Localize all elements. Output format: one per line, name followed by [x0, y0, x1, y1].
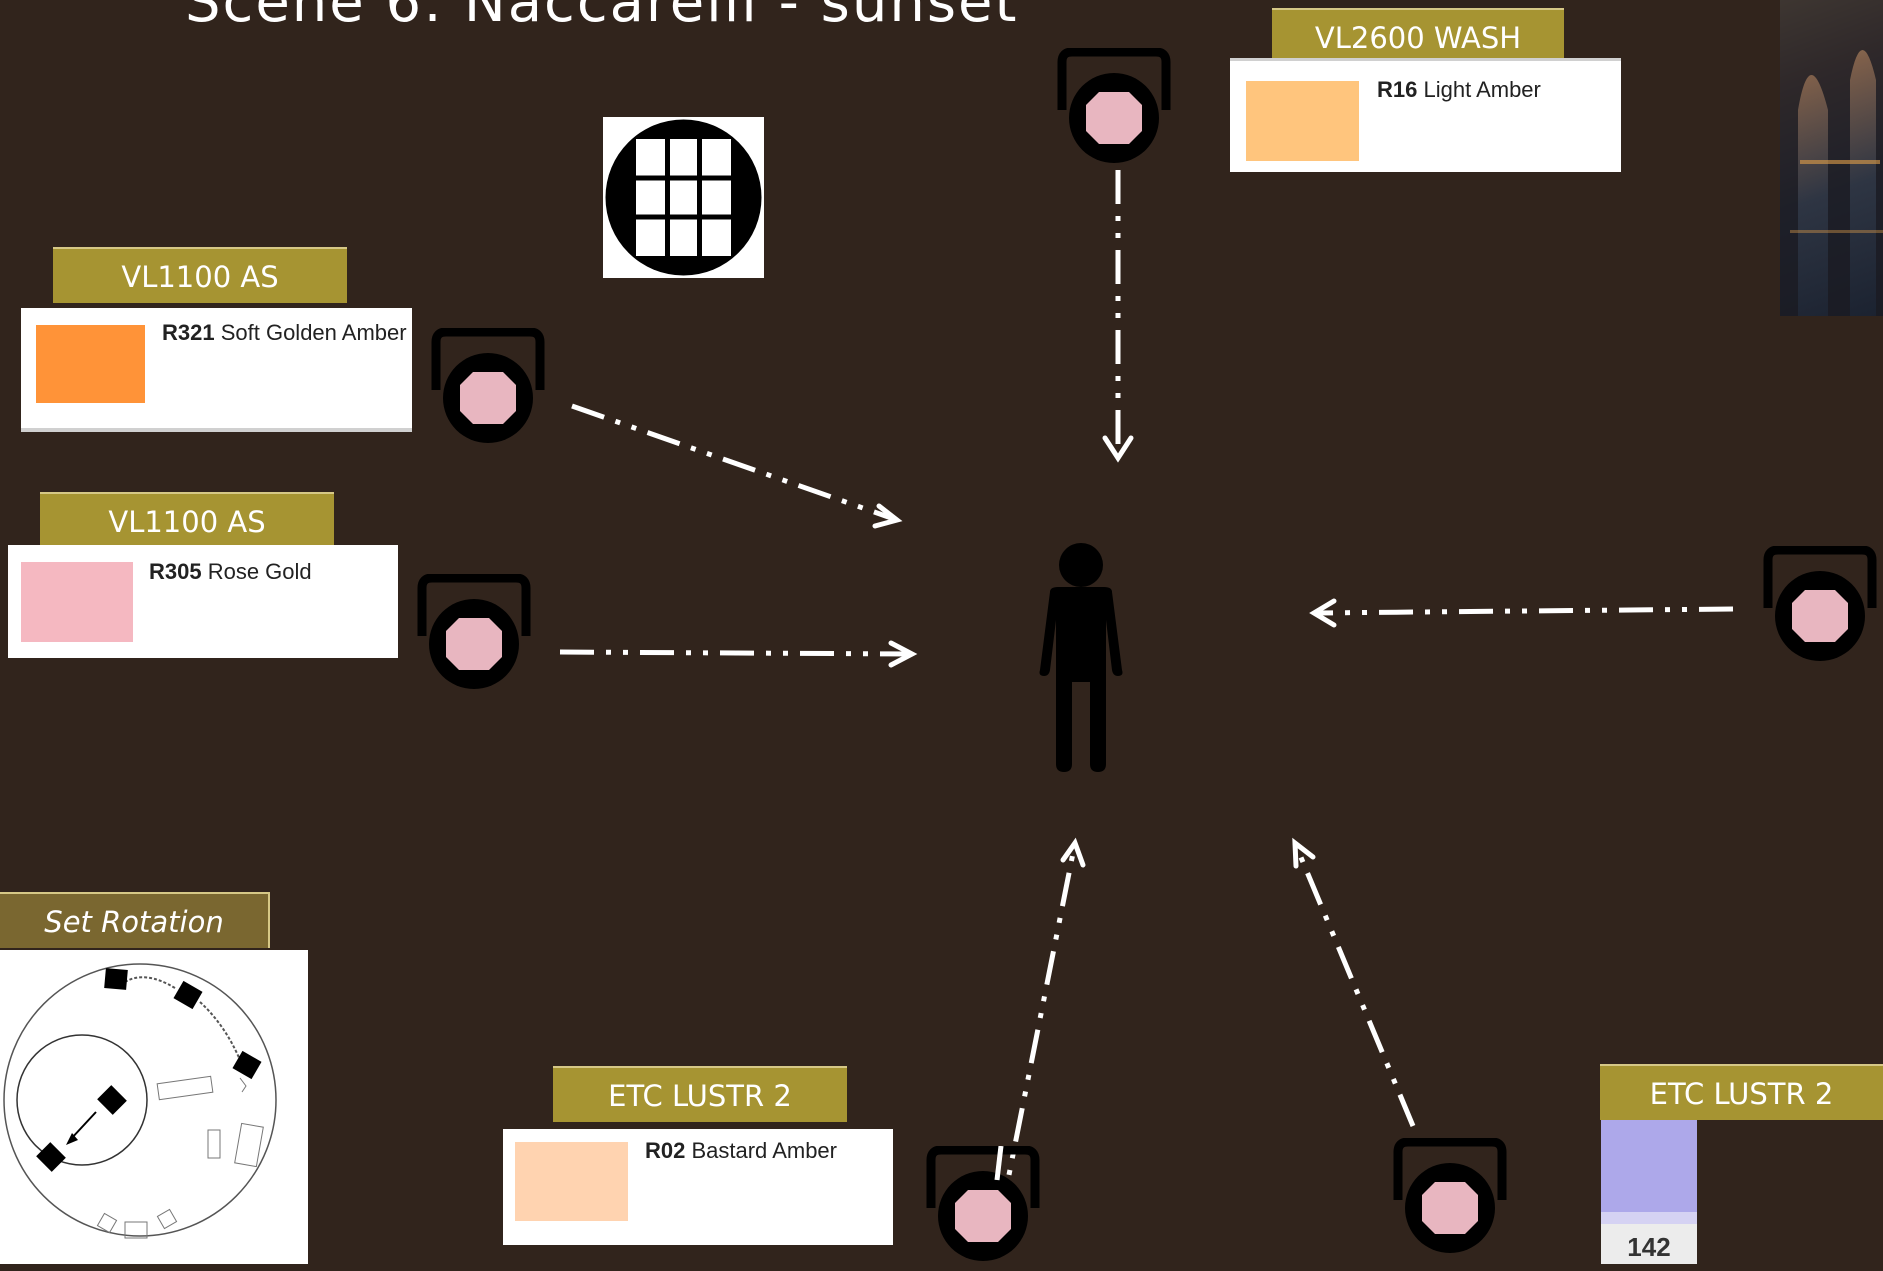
gel-code: R321	[162, 320, 215, 345]
gel-card-top-wash: R16 Light Amber	[1230, 58, 1621, 172]
gel-swatch-bottom-right	[1601, 1120, 1697, 1212]
gel-card-upper-left: R321 Soft Golden Amber	[21, 308, 412, 432]
scene-title: Scene 6: Naccarelli - sunset	[185, 0, 1019, 35]
gel-name: Rose Gold	[201, 559, 312, 584]
gel-swatch	[36, 325, 145, 403]
beam-arrow-icon	[559, 649, 913, 657]
gel-swatch	[515, 1142, 628, 1221]
moving-head-icon	[428, 327, 548, 448]
gel-card-bottom-left: R02 Bastard Amber	[503, 1129, 893, 1245]
beam-arrow-icon	[571, 403, 898, 523]
beam-arrow-icon	[1292, 842, 1416, 1127]
fixture-label-top-wash: VL2600 WASH	[1272, 8, 1564, 64]
moving-head-icon	[414, 573, 534, 694]
person-icon	[1038, 542, 1124, 772]
gel-number: 142	[1601, 1224, 1697, 1264]
beam-arrow-icon	[997, 842, 1078, 1221]
moving-head-icon	[1390, 1137, 1510, 1258]
gel-swatch	[21, 562, 133, 642]
gel-text: R02 Bastard Amber	[645, 1138, 837, 1164]
fixture-label-bottom-left: ETC LUSTR 2	[553, 1066, 847, 1122]
moving-head-icon	[1054, 47, 1174, 168]
gel-name: Soft Golden Amber	[214, 320, 407, 345]
gel-swatch-band	[1601, 1212, 1697, 1224]
set-rotation-diagram	[0, 950, 308, 1264]
gel-code: R02	[645, 1138, 686, 1163]
gel-text: R16 Light Amber	[1377, 77, 1541, 103]
gobo-grid-icon	[603, 117, 764, 278]
gel-card-mid-left: R305 Rose Gold	[8, 545, 398, 658]
gel-code: R305	[149, 559, 202, 584]
beam-arrow-icon	[1313, 606, 1734, 616]
gel-code: R16	[1377, 77, 1418, 102]
gel-text: R305 Rose Gold	[149, 559, 312, 585]
gel-swatch	[1246, 81, 1359, 161]
gel-name: Bastard Amber	[685, 1138, 837, 1163]
moving-head-icon	[1760, 545, 1880, 666]
moving-head-icon	[923, 1145, 1043, 1266]
set-rotation-label: Set Rotation	[0, 892, 270, 948]
fixture-label-mid-left: VL1100 AS	[40, 492, 334, 548]
gel-name: Light Amber	[1417, 77, 1541, 102]
gel-text: R321 Soft Golden Amber	[162, 320, 407, 346]
fixture-label-upper-left: VL1100 AS	[53, 247, 347, 303]
fixture-label-bottom-right: ETC LUSTR 2	[1600, 1064, 1883, 1120]
scene-photo	[1780, 0, 1883, 316]
